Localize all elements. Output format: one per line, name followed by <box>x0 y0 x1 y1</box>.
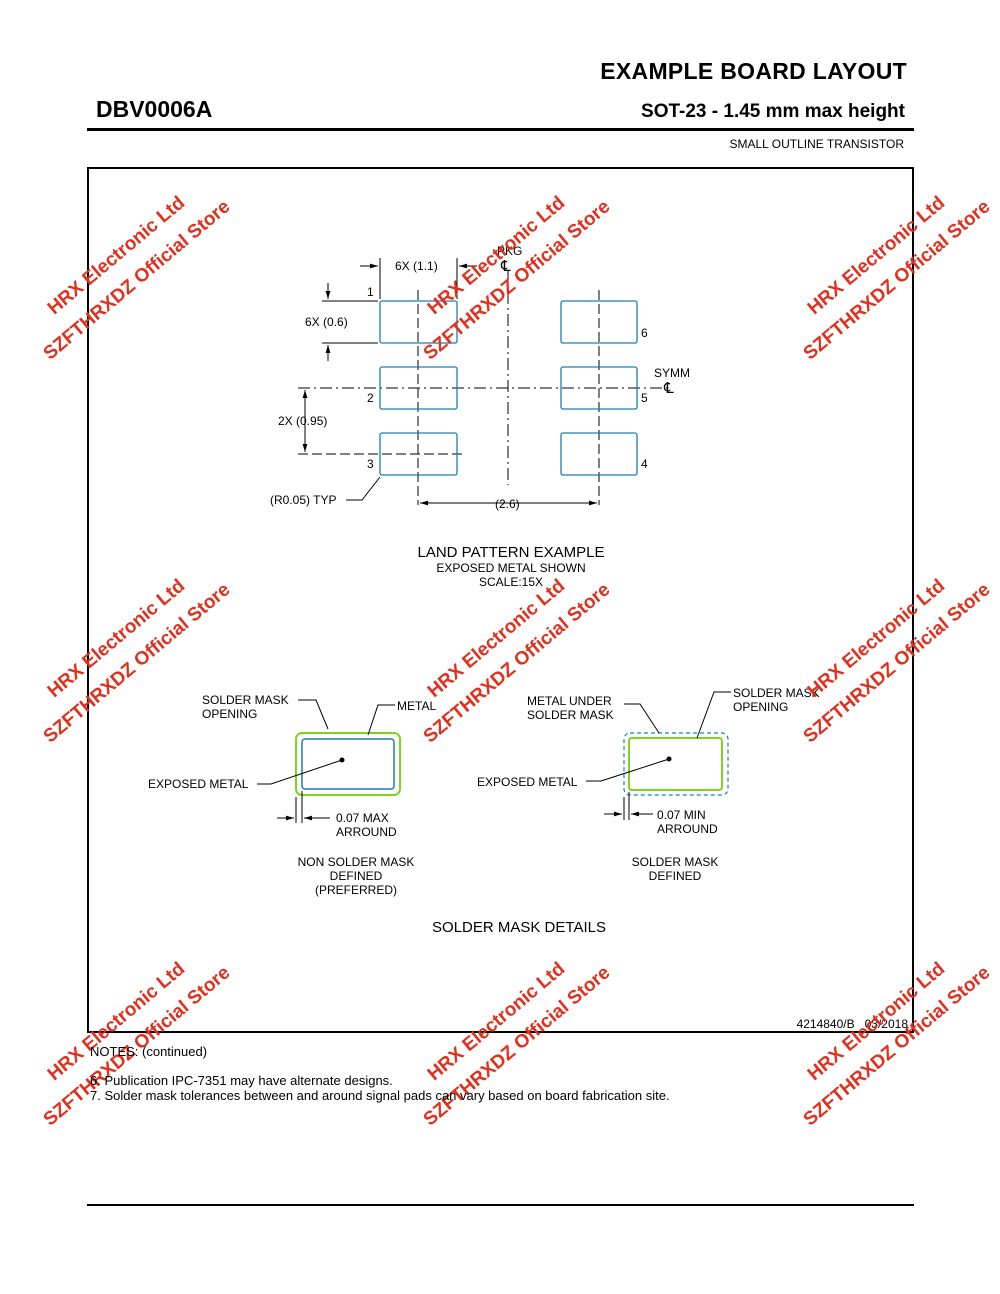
notes-spacer <box>90 1059 670 1073</box>
note-item: 6. Publication IPC-7351 may have alterna… <box>90 1073 393 1088</box>
pin-label: 6 <box>641 326 648 340</box>
dim-pad-width: 6X (0.6) <box>305 315 348 329</box>
leader-line <box>298 699 329 730</box>
symm-centerline-symbol: ℄ <box>663 380 674 397</box>
smd-detail <box>586 691 731 820</box>
smd-clearance-label: 0.07 MIN <box>657 808 706 822</box>
symm-label: SYMM <box>654 366 690 380</box>
watermark-group: HRX Electronic Ltd SZFTHRXDZ Official St… <box>40 192 995 1130</box>
nsmd-clearance-label: 0.07 MAX <box>336 811 389 825</box>
package-id: DBV0006A <box>96 96 213 122</box>
smd-caption: SOLDER MASK <box>632 855 719 869</box>
smd-opening-label: SOLDER MASK <box>733 686 820 700</box>
pad-4 <box>560 432 638 476</box>
package-description: SMALL OUTLINE TRANSISTOR <box>729 137 905 151</box>
land-pattern-subcaption: EXPOSED METAL SHOWN <box>436 561 585 575</box>
radius-leader <box>346 476 381 501</box>
land-pattern-scale: SCALE:15X <box>479 575 543 589</box>
pad-5 <box>560 366 638 410</box>
pad-6 <box>560 300 638 344</box>
pkg-centerline-symbol: ℄ <box>500 258 511 275</box>
dim-pad-length: 6X (1.1) <box>395 259 438 273</box>
nsmd-opening-label: OPENING <box>202 707 257 721</box>
package-subtitle: SOT-23 - 1.45 mm max height <box>641 101 905 122</box>
dim-pitch: 2X (0.95) <box>278 414 327 428</box>
nsmd-detail <box>257 699 401 823</box>
nsmd-mask-opening <box>295 732 401 796</box>
nsmd-exposed-metal-label: EXPOSED METAL <box>148 777 249 791</box>
pad-1 <box>379 300 458 344</box>
watermark-line: SZFTHRXDZ Official Store <box>800 196 995 364</box>
watermark-line: SZFTHRXDZ Official Store <box>40 196 235 364</box>
notes-section: NOTES: (continued) 6. Publication IPC-73… <box>90 1044 670 1103</box>
smd-opening-label: OPENING <box>733 700 788 714</box>
footer-rule <box>87 1204 914 1206</box>
drawing-frame <box>87 167 914 1033</box>
leader-line <box>586 758 670 782</box>
smd-mask-opening <box>628 737 723 791</box>
dim-span: (2.6) <box>495 497 520 511</box>
nsmd-caption: (PREFERRED) <box>315 883 397 897</box>
nsmd-clearance-label: ARROUND <box>336 825 397 839</box>
smd-metal-under-mask <box>623 732 729 796</box>
note-item: 7. Solder mask tolerances between and ar… <box>90 1088 670 1103</box>
nsmd-metal-pad <box>301 738 395 790</box>
smd-clearance-label: ARROUND <box>657 822 718 836</box>
pin-label: 1 <box>367 285 374 299</box>
watermark-line: SZFTHRXDZ Official Store <box>800 962 995 1130</box>
pin-label: 2 <box>367 391 374 405</box>
nsmd-caption: NON SOLDER MASK <box>298 855 415 869</box>
pin-label: 5 <box>641 391 648 405</box>
land-pattern-title: LAND PATTERN EXAMPLE <box>418 544 605 561</box>
pad-2 <box>379 366 458 410</box>
watermark-line: SZFTHRXDZ Official Store <box>40 579 235 747</box>
drawing-number: 4214840/B 03/2018 <box>797 1017 909 1031</box>
smd-metal-under-label: SOLDER MASK <box>527 708 614 722</box>
leader-line <box>367 704 395 736</box>
smd-metal-under-label: METAL UNDER <box>527 694 612 708</box>
leader-line <box>696 691 731 739</box>
leader-line <box>257 759 343 785</box>
smd-caption: DEFINED <box>649 869 702 883</box>
nsmd-opening-label: SOLDER MASK <box>202 693 289 707</box>
solder-mask-section-title: SOLDER MASK DETAILS <box>432 919 606 936</box>
watermark-line: SZFTHRXDZ Official Store <box>420 579 615 747</box>
smd-exposed-metal-label: EXPOSED METAL <box>477 775 578 789</box>
watermark-line: SZFTHRXDZ Official Store <box>800 579 995 747</box>
nsmd-metal-label: METAL <box>397 699 436 713</box>
nsmd-caption: DEFINED <box>330 869 383 883</box>
notes-heading: NOTES: (continued) <box>90 1044 208 1059</box>
pad-3 <box>379 432 458 476</box>
pin-label: 4 <box>641 457 648 471</box>
watermark-line: SZFTHRXDZ Official Store <box>420 196 615 364</box>
leader-line <box>624 703 660 734</box>
header-rule <box>87 128 914 131</box>
pin-label: 3 <box>367 457 374 471</box>
land-pattern <box>298 258 670 506</box>
page-title: EXAMPLE BOARD LAYOUT <box>600 58 907 84</box>
dim-radius: (R0.05) TYP <box>270 493 336 507</box>
pkg-label: PKG <box>497 244 522 258</box>
